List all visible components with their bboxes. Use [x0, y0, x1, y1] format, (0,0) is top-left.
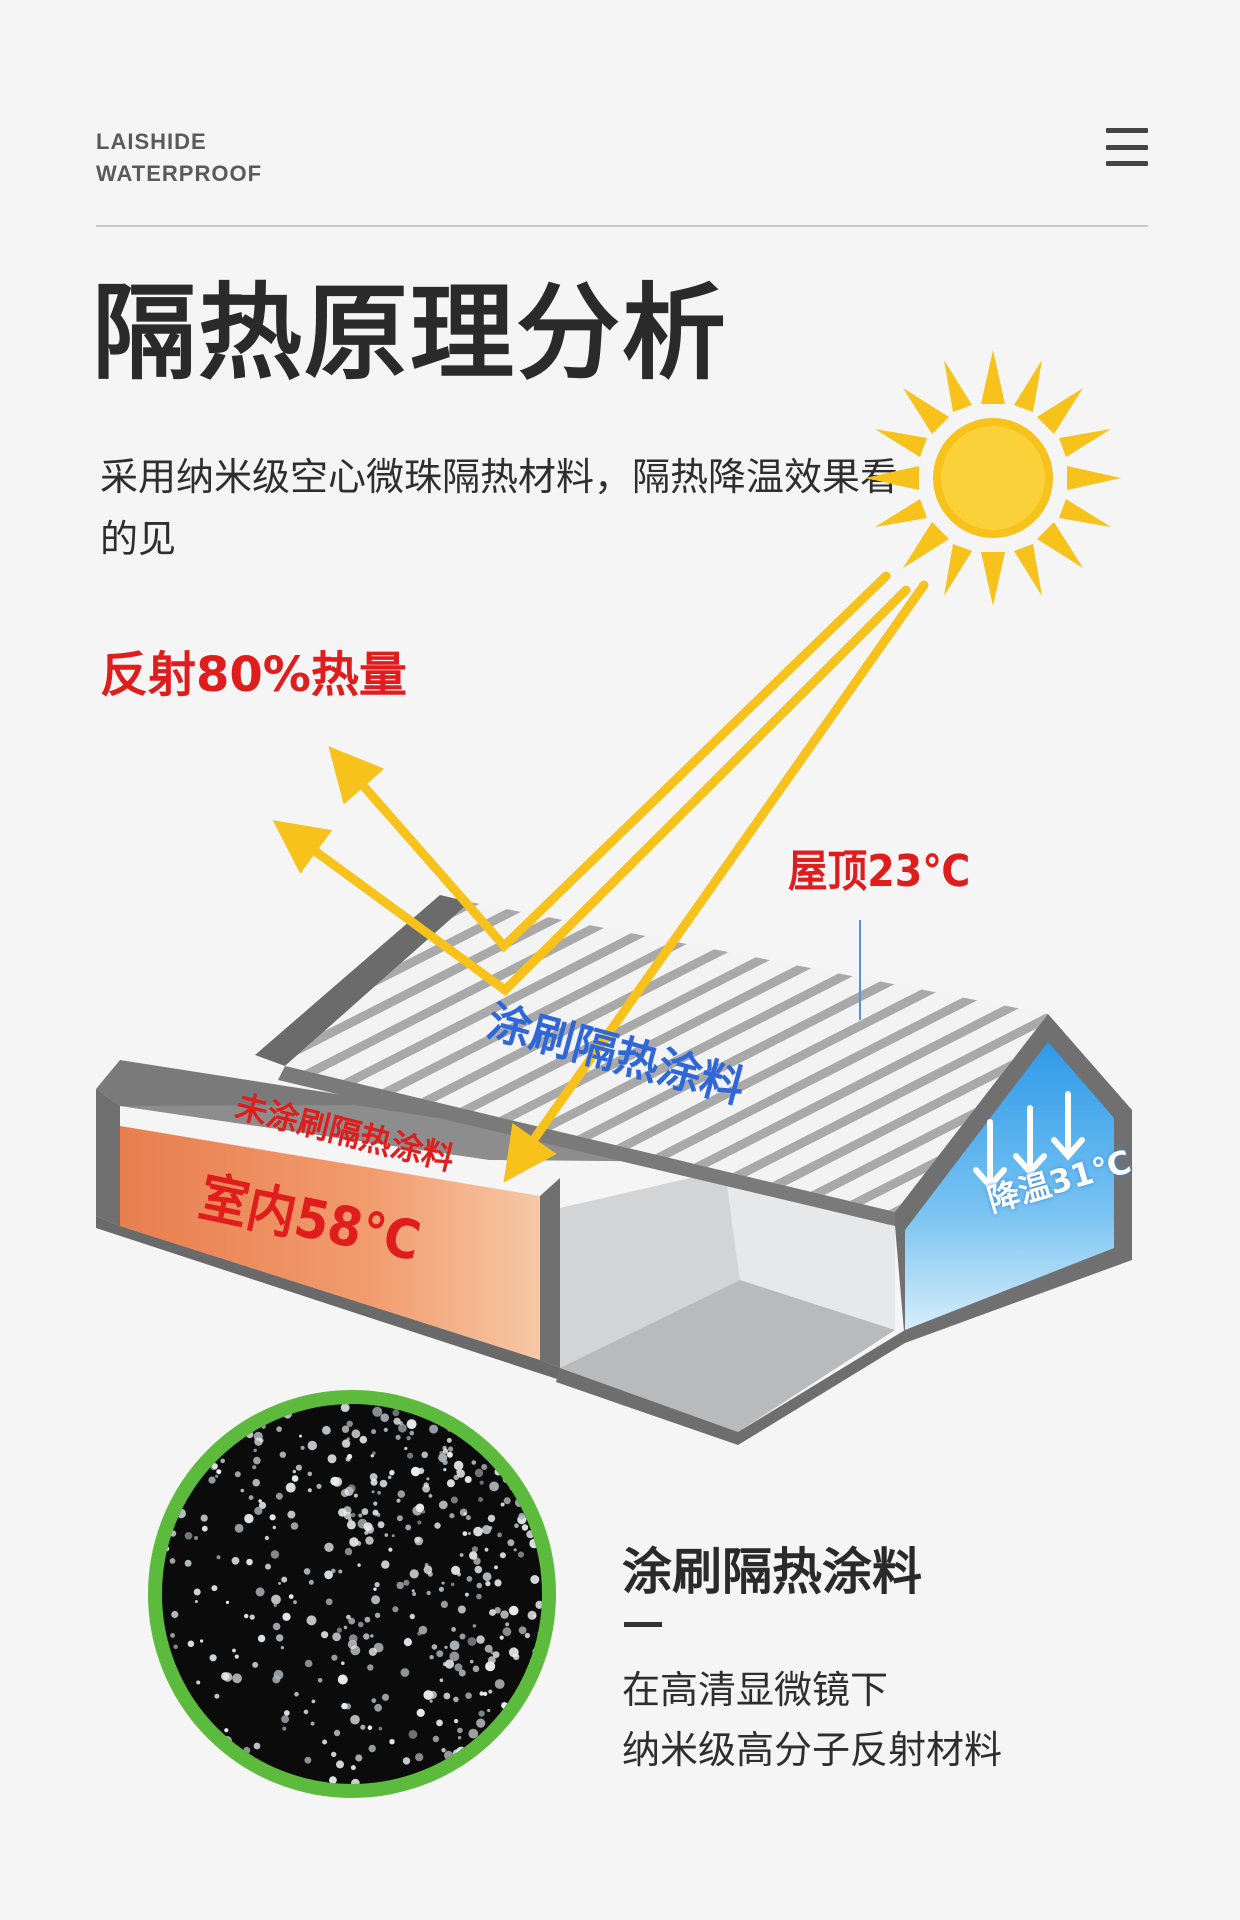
low-building-frame-right: [540, 1178, 560, 1368]
sun-icon: [865, 350, 1121, 606]
interior-side-wall: [560, 1170, 740, 1368]
hamburger-menu-icon[interactable]: [1106, 128, 1148, 166]
roof-eave-edge: [278, 1066, 895, 1226]
coating-title: 涂刷隔热涂料: [622, 1543, 922, 1601]
low-building-floor: [96, 1216, 560, 1380]
coated-roof: [285, 902, 1048, 1212]
interior-base: [556, 1368, 738, 1445]
roof-back-eave: [255, 895, 470, 1066]
warm-room: [120, 1126, 540, 1360]
title-dash: [624, 1622, 662, 1627]
cool-room: [905, 1042, 1114, 1330]
desc-line-1: 在高清显微镜下: [622, 1668, 889, 1712]
subtitle: 采用纳米级空心微珠隔热材料，隔热降温效果看的见: [100, 455, 899, 561]
microscope-description: 在高清显微镜下 纳米级高分子反射材料: [622, 1660, 1002, 1780]
header-divider: [96, 225, 1148, 227]
brand-logo[interactable]: LAISHIDE WATERPROOF: [96, 126, 262, 190]
building-base-right: [738, 1330, 905, 1445]
roof-temp-label: 屋顶23℃: [788, 846, 971, 897]
sun-rays: [272, 571, 929, 1183]
microscope-image: [148, 1390, 556, 1798]
cooling-arrow-icons: [973, 1091, 1085, 1191]
insulation-illustration: [96, 350, 1132, 1445]
brand-line-1: LAISHIDE: [96, 129, 207, 154]
reflect-heat-label: 反射80%热量: [100, 647, 407, 703]
interior-floor: [560, 1280, 895, 1432]
page-title: 隔热原理分析: [92, 272, 729, 394]
desc-line-2: 纳米级高分子反射材料: [622, 1728, 1003, 1772]
brand-line-2: WATERPROOF: [96, 161, 263, 186]
low-building-wall: [96, 1089, 120, 1226]
microbeads-graphic: [162, 1404, 542, 1784]
